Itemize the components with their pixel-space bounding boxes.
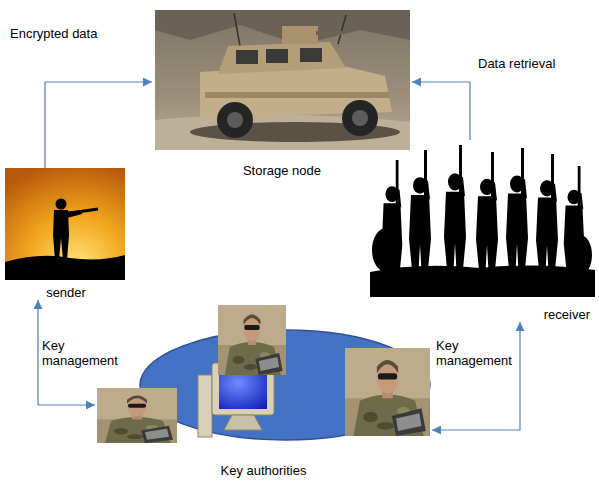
authority-group bbox=[97, 305, 430, 443]
vehicle-photo bbox=[266, 49, 288, 63]
receiver-photo bbox=[506, 148, 528, 280]
sender-photo bbox=[56, 209, 98, 215]
receiver-photo bbox=[536, 154, 558, 280]
vehicle-photo bbox=[205, 92, 390, 98]
authority-group bbox=[97, 388, 177, 443]
connector bbox=[412, 82, 470, 140]
vehicle-photo bbox=[300, 48, 322, 62]
authority-group bbox=[198, 375, 212, 437]
edge-label: Key management bbox=[42, 338, 118, 368]
sender-photo bbox=[56, 199, 67, 210]
image-node: receiver bbox=[370, 140, 596, 322]
authority-group bbox=[224, 415, 262, 430]
vehicle-photo bbox=[234, 13, 240, 46]
receiver-photo bbox=[444, 145, 466, 280]
sender-photo bbox=[5, 168, 125, 280]
vehicle-photo bbox=[338, 15, 346, 44]
edge-label: Encrypted data bbox=[10, 26, 120, 41]
image-node: Key authorities bbox=[95, 300, 432, 478]
edge-label: Data retrieval bbox=[478, 56, 588, 71]
vehicle-photo bbox=[236, 50, 258, 64]
vehicle-photo bbox=[155, 10, 410, 150]
image-node: Storage node bbox=[152, 8, 412, 178]
authority-group bbox=[218, 305, 286, 375]
vehicle-photo bbox=[282, 26, 318, 44]
node-caption: Storage node bbox=[239, 163, 325, 178]
receiver-photo bbox=[370, 145, 595, 297]
connector bbox=[45, 82, 152, 168]
vehicle-photo bbox=[342, 100, 378, 136]
authority-group bbox=[345, 348, 430, 436]
receiver-photo bbox=[409, 150, 431, 280]
vehicle-photo bbox=[227, 112, 243, 128]
vehicle-photo bbox=[217, 102, 253, 138]
receiver-photo bbox=[476, 152, 498, 280]
node-caption: Key authorities bbox=[217, 463, 311, 478]
vehicle-photo bbox=[316, 31, 342, 35]
receiver-photo bbox=[564, 166, 585, 280]
vehicle-photo bbox=[155, 10, 410, 45]
image-node: sender bbox=[5, 168, 127, 300]
vehicle-photo bbox=[218, 42, 346, 74]
sender-photo bbox=[5, 168, 125, 280]
vehicle-photo bbox=[352, 110, 368, 126]
receiver-photo bbox=[382, 160, 403, 285]
node-caption: receiver bbox=[540, 307, 596, 322]
sender-photo bbox=[53, 210, 69, 260]
edge-label: Key management bbox=[436, 338, 512, 368]
node-caption: sender bbox=[42, 285, 90, 300]
vehicle-photo bbox=[155, 10, 410, 150]
connector bbox=[432, 322, 520, 430]
